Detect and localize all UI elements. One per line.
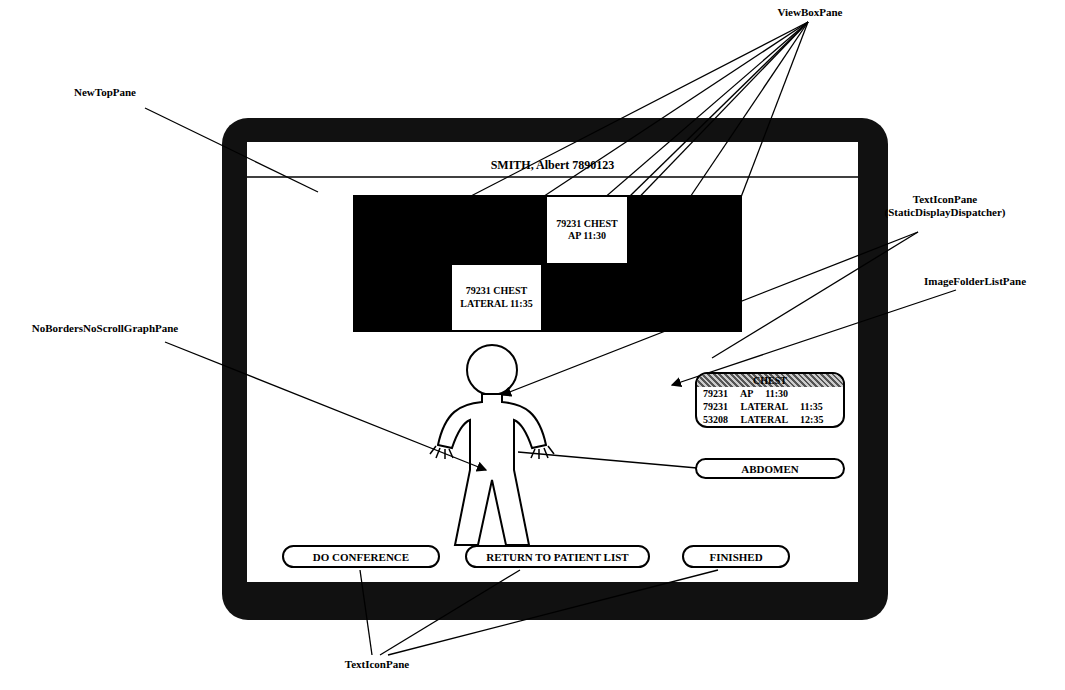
folder-row: 79231 LATERAL 11:35 [697, 400, 843, 413]
view-box: 79231 CHEST LATERAL 11:35 [452, 265, 541, 330]
callout-label: TextIconPane [322, 658, 432, 671]
callout-label: ViewBoxPane [758, 6, 862, 19]
folder-row: 53208 LATERAL 12:35 [697, 413, 843, 426]
button-text: ABDOMEN [741, 463, 798, 475]
region-button: ABDOMEN [695, 458, 845, 479]
folder-row: 79231 AP 11:30 [697, 387, 843, 400]
command-button: FINISHED [682, 545, 790, 568]
title-rule [247, 176, 858, 178]
view-caption: 79231 CHEST AP 11:30 [549, 218, 625, 243]
folder-header: CHEST [697, 374, 843, 387]
monitor-frame [222, 118, 888, 620]
command-button: RETURN TO PATIENT LIST [465, 545, 650, 568]
callout-label: TextIconPane (StaticDisplayDispatcher) [860, 193, 1030, 219]
view-box: 79231 CHEST AP 11:30 [547, 197, 627, 263]
patient-title: SMITH, Albert 7890123 [247, 158, 858, 173]
screen [247, 142, 858, 582]
leader-lines [145, 22, 956, 655]
image-folder-list: CHEST79231 AP 11:3079231 LATERAL 11:3553… [695, 372, 845, 428]
body-figure [430, 345, 554, 545]
callout-label: NoBordersNoScrollGraphPane [0, 322, 210, 335]
button-text: RETURN TO PATIENT LIST [486, 551, 628, 563]
screen-pane: SMITH, Albert 7890123 79231 CHEST AP 11:3… [247, 142, 858, 582]
command-button: DO CONFERENCE [282, 545, 440, 568]
view-caption: 79231 CHEST LATERAL 11:35 [454, 285, 539, 310]
button-text: DO CONFERENCE [313, 551, 409, 563]
button-text: FINISHED [709, 551, 762, 563]
view-area [353, 195, 742, 332]
callout-label: ImageFolderListPane [890, 275, 1060, 288]
callout-label: NewTopPane [45, 86, 165, 99]
